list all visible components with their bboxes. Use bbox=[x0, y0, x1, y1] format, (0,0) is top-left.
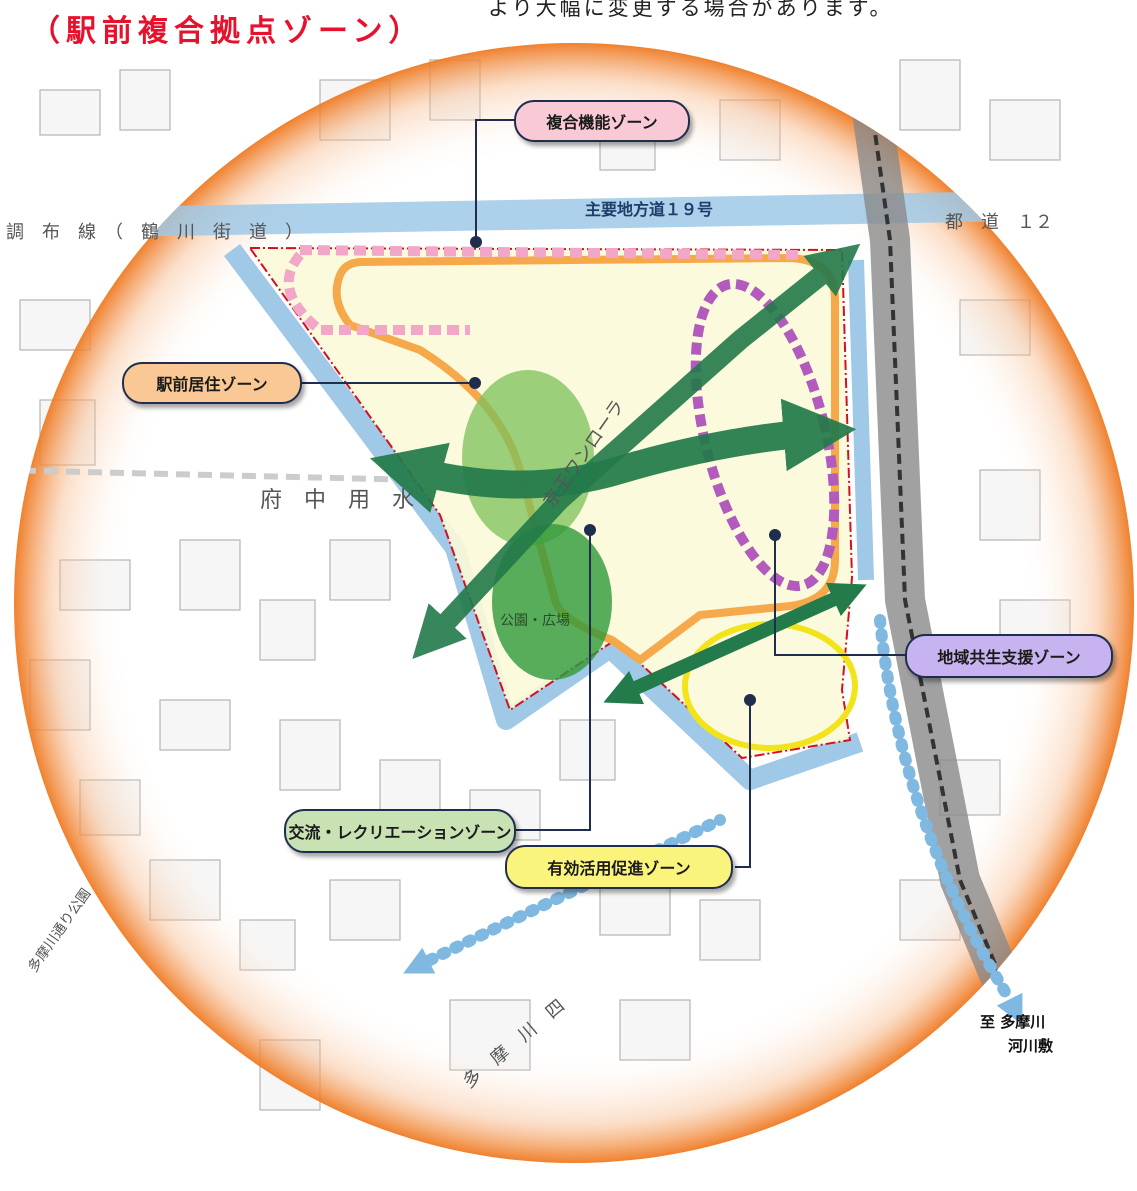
fuchu-water-channel bbox=[14, 467, 421, 483]
park-plaza-label: 公園・広場 bbox=[500, 613, 570, 629]
community-support-zone-callout: 地域共生支援ゾーン bbox=[905, 634, 1113, 678]
page-title: （駅前複合拠点ゾーン） bbox=[30, 14, 425, 49]
destination-line-1: 至 多摩川 bbox=[980, 1013, 1046, 1031]
destination-label: 至 多摩川 河川敷 bbox=[980, 1010, 1053, 1058]
callout-leader-lines bbox=[302, 119, 908, 868]
page-note: より大幅に変更する場合があります。 bbox=[488, 0, 894, 20]
prefectural-road-label: 主要地方道１９号 bbox=[585, 200, 714, 219]
green-corridor-arrow-diagonal bbox=[412, 243, 861, 660]
mixed-function-zone-callout: 複合機能ゾーン bbox=[514, 100, 690, 142]
chofu-line-label: 調 布 線 （ 鶴 川 街 道 ） bbox=[6, 222, 303, 243]
dotted-walkway-arrow bbox=[424, 814, 726, 966]
fuchu-water-label: 府 中 用 水 bbox=[260, 488, 415, 513]
station-residential-zone-callout: 駅前居住ゾーン bbox=[122, 362, 302, 404]
green-corridor-arrow-south bbox=[603, 582, 867, 705]
main-road bbox=[14, 189, 1134, 239]
dotted-walkway-arrow-east bbox=[874, 614, 1016, 1006]
exchange-recreation-zone-callout: 交流・レクリエーションゾーン bbox=[284, 809, 516, 853]
destination-line-2: 河川敷 bbox=[1008, 1037, 1054, 1055]
toudou-label: 都 道 １２ bbox=[945, 212, 1053, 233]
effective-use-zone-callout: 有効活用促進ゾーン bbox=[505, 845, 733, 889]
